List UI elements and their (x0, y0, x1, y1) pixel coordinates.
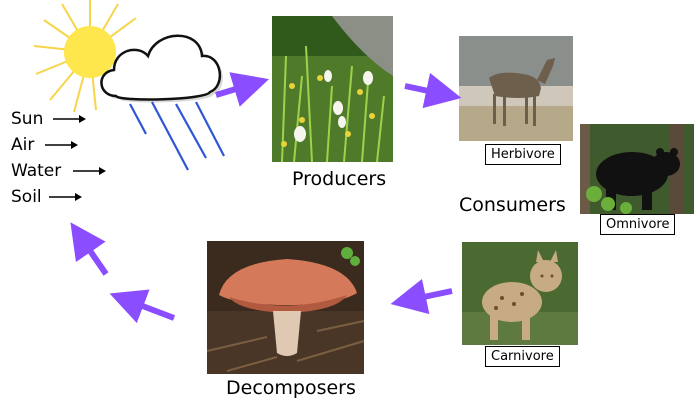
right-arrow-icon (73, 167, 106, 175)
input-row-soil: Soil (11, 184, 107, 210)
input-label: Sun (11, 109, 44, 129)
arrow-producers-to-consumers (404, 72, 462, 109)
carnivore-label: Carnivore (485, 346, 560, 367)
arrow-cycle-to-inputs (70, 222, 109, 276)
arrow-decomposers-to-cycle (109, 289, 176, 324)
producers-label: Producers (292, 168, 387, 190)
omnivore-label: Omnivore (600, 214, 676, 235)
input-label: Soil (11, 187, 42, 207)
cloud-icon (100, 34, 223, 103)
right-arrow-icon (45, 141, 78, 149)
bear-photo (580, 124, 694, 214)
herbivore-label: Herbivore (485, 144, 561, 165)
inputs-list: Sun Air Water Soil (11, 106, 107, 210)
decomposers-label: Decomposers (226, 377, 356, 399)
flowers-photo (272, 16, 393, 163)
input-row-air: Air (11, 132, 107, 158)
arrow-consumers-to-decomposers (390, 278, 453, 315)
sun-icon (33, 0, 137, 113)
bobcat-photo (462, 242, 578, 345)
deer-photo (459, 36, 573, 141)
right-arrow-icon (49, 193, 82, 201)
input-row-sun: Sun (11, 106, 107, 132)
weather-illustration (33, 0, 225, 171)
input-row-water: Water (11, 158, 107, 184)
input-label: Water (11, 161, 62, 181)
input-label: Air (11, 135, 35, 155)
mushroom-photo (206, 241, 365, 374)
consumers-label: Consumers (459, 194, 566, 216)
rain-icon (129, 101, 225, 171)
arrow-weather-to-producers (215, 72, 269, 107)
right-arrow-icon (53, 115, 86, 123)
